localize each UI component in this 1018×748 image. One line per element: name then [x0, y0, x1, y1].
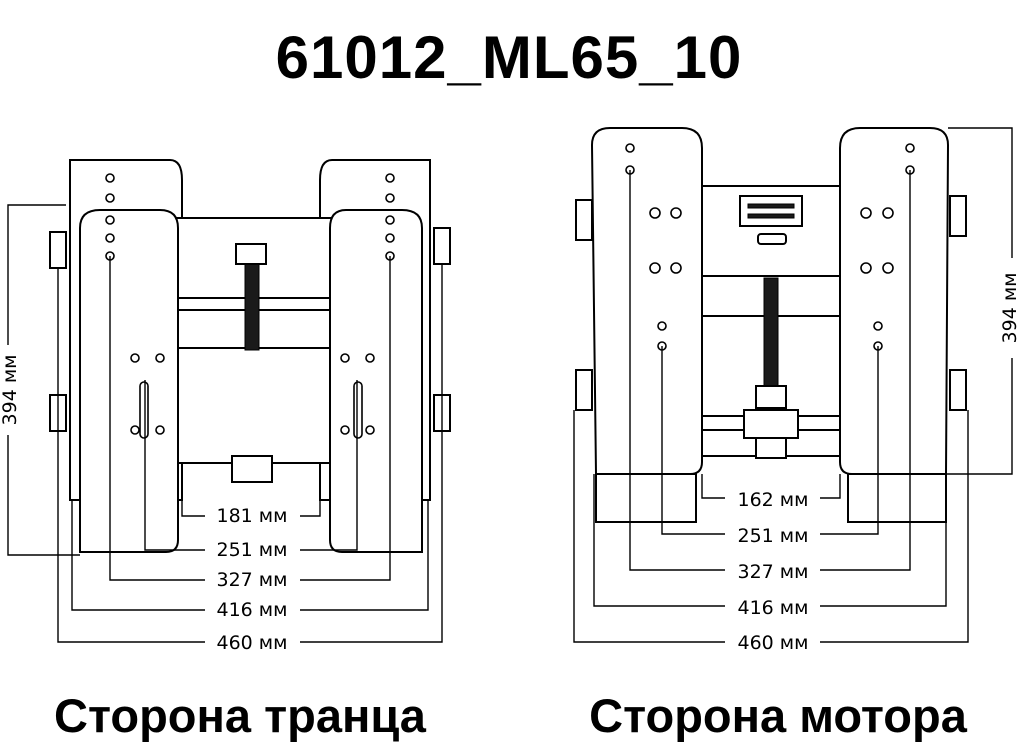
left-leader-460: [57, 268, 205, 643]
left-caption: Сторона транца: [54, 689, 427, 742]
left-clamp-upper-left: [49, 231, 67, 269]
left-leader-327: [109, 256, 205, 581]
left-front-plate-right: [329, 209, 423, 553]
right-dim-1: 162 мм: [738, 489, 809, 511]
left-height-label: 394 мм: [0, 355, 21, 426]
right-clamp-lower-right: [949, 369, 967, 411]
right-leader-460r: [820, 410, 969, 643]
left-leader-416r: [300, 500, 429, 611]
left-leader-251r: [300, 380, 358, 551]
right-leader-327r: [820, 170, 911, 571]
right-rear-plate-right: [847, 473, 947, 523]
right-rear-plate-left: [595, 473, 697, 523]
left-dim-4: 416 мм: [217, 599, 288, 621]
left-dim-5: 460 мм: [217, 632, 288, 654]
right-leader-327: [629, 170, 725, 571]
left-dim-2: 251 мм: [217, 539, 288, 561]
left-clamp-upper-right: [433, 227, 451, 265]
right-threaded-rod: [763, 277, 779, 389]
right-dim-2: 251 мм: [738, 525, 809, 547]
right-leader-251: [661, 346, 725, 535]
right-dim-3: 327 мм: [738, 561, 809, 583]
right-plate-left: [590, 127, 703, 475]
right-clamp-upper-right: [949, 195, 967, 237]
right-dim-4: 416 мм: [738, 597, 809, 619]
left-leader-181: [181, 500, 205, 517]
right-leader-162r: [820, 474, 841, 499]
left-bracket-view: [7, 159, 451, 643]
right-caption: Сторона мотора: [589, 689, 968, 742]
right-leader-251r: [820, 346, 879, 535]
left-leader-181r: [300, 500, 321, 517]
left-leader-327r: [300, 256, 391, 581]
right-leader-416: [593, 474, 725, 607]
left-leader-460r: [300, 264, 443, 643]
right-clamp-upper-left: [575, 199, 593, 241]
left-leader-251: [144, 380, 205, 551]
left-dim-1: 181 мм: [217, 505, 288, 527]
left-threaded-rod: [244, 261, 260, 351]
right-dim-5: 460 мм: [738, 632, 809, 654]
right-leader-416r: [820, 474, 947, 607]
left-leader-416: [71, 500, 205, 611]
right-leader-162: [701, 474, 725, 499]
right-bracket-view: [573, 127, 1013, 643]
right-leader-460: [573, 410, 725, 643]
left-dim-3: 327 мм: [217, 569, 288, 591]
right-clamp-lower-left: [575, 369, 593, 411]
right-label-plate: [739, 195, 803, 227]
diagram-title: 61012_ML65_10: [275, 24, 743, 91]
left-front-plate-left: [79, 209, 179, 553]
right-height-label: 394 мм: [999, 273, 1018, 344]
right-plate-right: [839, 127, 950, 475]
